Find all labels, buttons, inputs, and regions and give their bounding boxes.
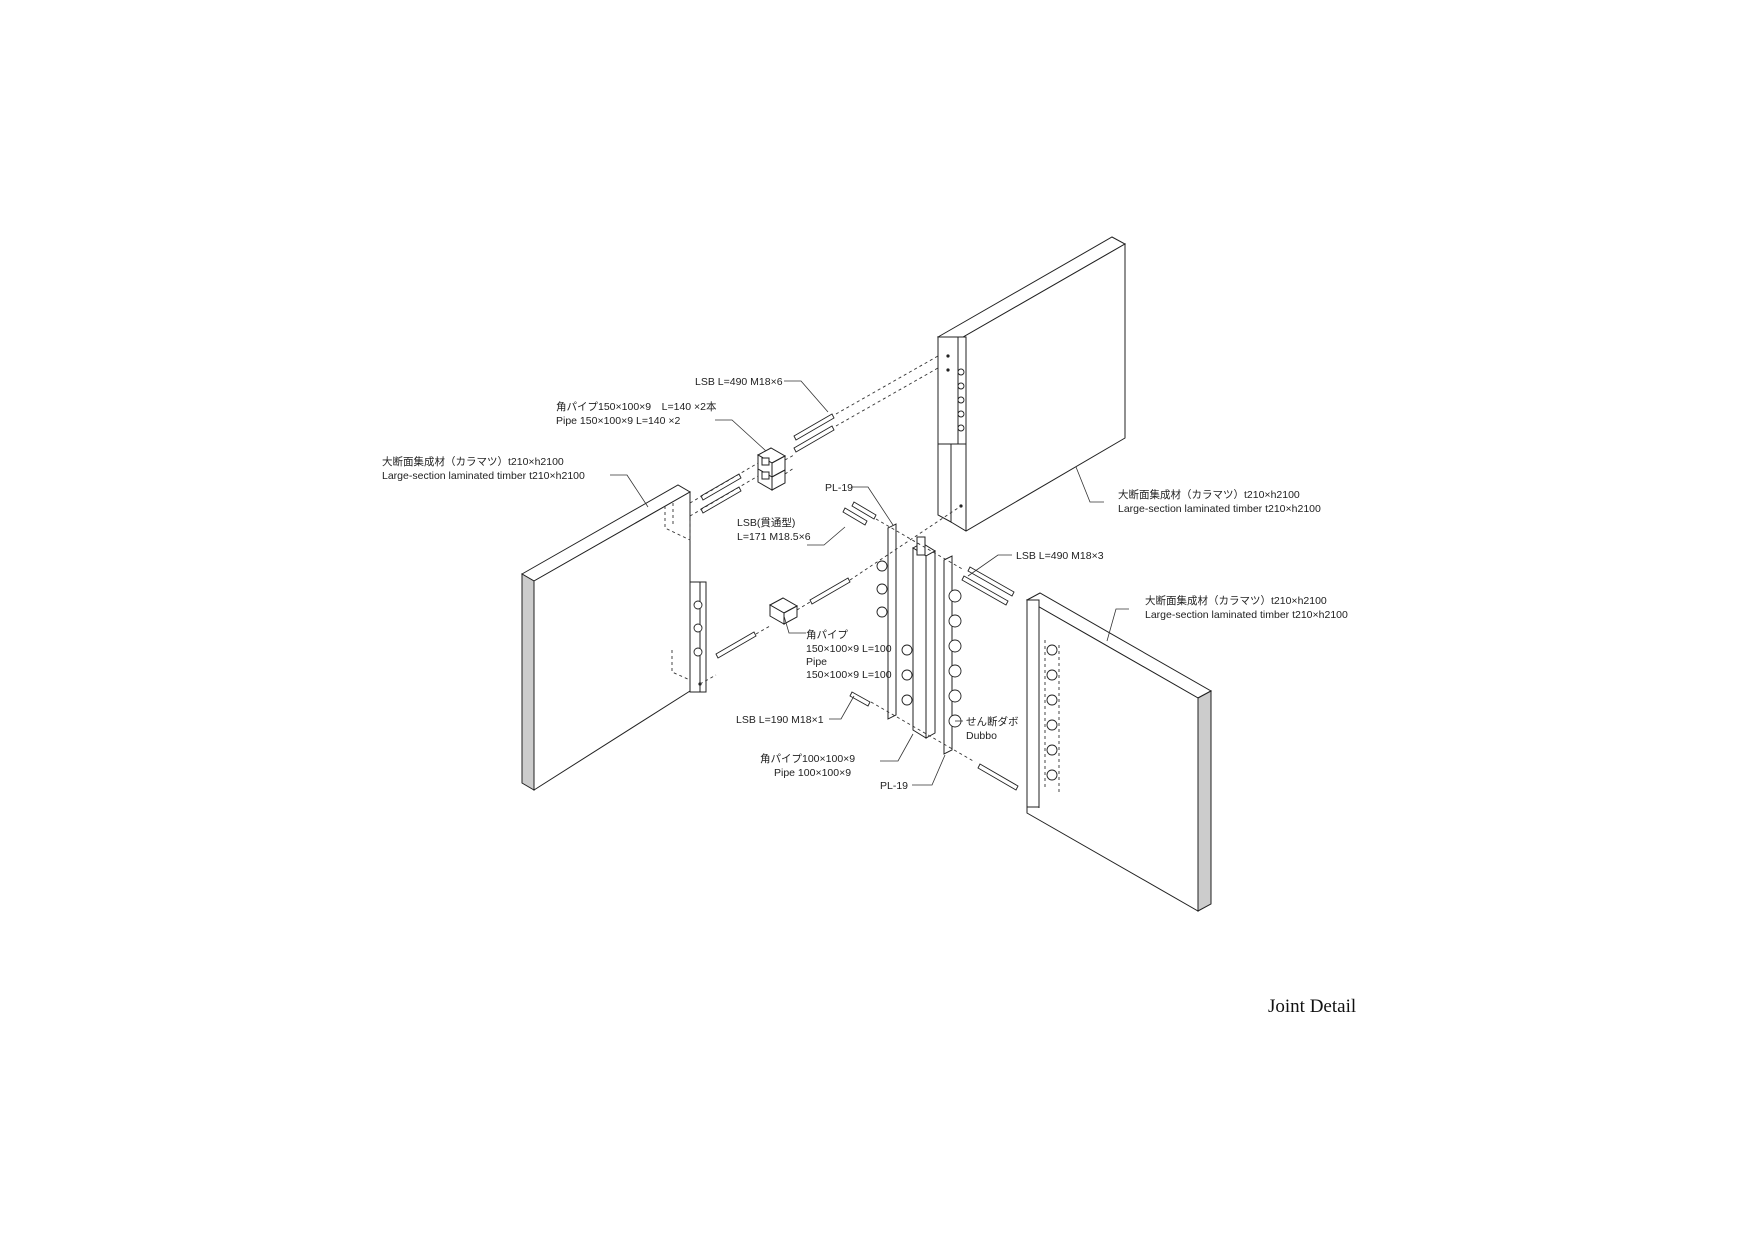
leader-lines (610, 380, 1129, 786)
label-pipe-mid-dim2: 150×100×9 L=100 (806, 669, 892, 681)
label-pipe-bottom-ja: 角パイプ100×100×9 (760, 753, 855, 765)
pipe-100-front (912, 547, 927, 739)
central-connector (876, 523, 962, 755)
label-pipe-top-en: Pipe 150×100×9 L=140 ×2 (556, 415, 681, 427)
pipe-100-side (925, 550, 936, 739)
label-pl19-bottom: PL-19 (880, 780, 908, 792)
timber-panel-top (936, 236, 1127, 532)
panel-right-end-face (1197, 690, 1212, 912)
pipe-150-block-mid (768, 597, 799, 625)
annotations: LSB L=490 M18×6 角パイプ150×100×9 L=140 ×2本 … (382, 376, 1348, 792)
pl19-plate-right (943, 555, 953, 755)
panel-right-edge-strip (1026, 599, 1040, 808)
label-lsb-through-dim: L=171 M18.5×6 (737, 531, 811, 543)
alignment-lines (689, 355, 976, 763)
pipe-150-block-top (756, 447, 787, 491)
timber-panel-right (1025, 592, 1213, 912)
drawing-title: Joint Detail (1268, 996, 1357, 1017)
panel-left-side-face (533, 491, 691, 791)
label-pipe-mid-dim1: 150×100×9 L=100 (806, 643, 892, 655)
label-pipe-mid-ja: 角パイプ (806, 629, 848, 641)
label-dubbo-ja: せん断ダボ (966, 715, 1019, 728)
timber-panel-left (520, 484, 707, 791)
pl19-plate-left (887, 523, 897, 720)
label-lsb-top: LSB L=490 M18×6 (695, 376, 783, 388)
label-dubbo-en: Dubbo (966, 730, 997, 742)
label-lsb-through-ja: LSB(貫通型) (737, 516, 795, 529)
label-pipe-mid-en: Pipe (806, 656, 827, 668)
label-pipe-bottom-en: Pipe 100×100×9 (774, 767, 851, 779)
label-lsb-bottom: LSB L=190 M18×1 (736, 714, 824, 726)
label-timber-right-en: Large-section laminated timber t210×h210… (1145, 609, 1348, 621)
label-timber-top-ja: 大断面集成材（カラマツ）t210×h2100 (1118, 488, 1300, 501)
label-timber-left-ja: 大断面集成材（カラマツ）t210×h2100 (382, 455, 564, 468)
label-lsb-right: LSB L=490 M18×3 (1016, 550, 1104, 562)
label-timber-top-en: Large-section laminated timber t210×h210… (1118, 503, 1321, 515)
lsb-rods (700, 413, 1019, 791)
label-timber-left-en: Large-section laminated timber t210×h210… (382, 470, 585, 482)
label-pl19-top: PL-19 (825, 482, 853, 494)
label-timber-right-ja: 大断面集成材（カラマツ）t210×h2100 (1145, 594, 1327, 607)
panel-left-end-face (521, 573, 535, 791)
label-pipe-top-ja: 角パイプ150×100×9 L=140 ×2本 (556, 400, 717, 413)
panel-left-notch (689, 581, 707, 693)
